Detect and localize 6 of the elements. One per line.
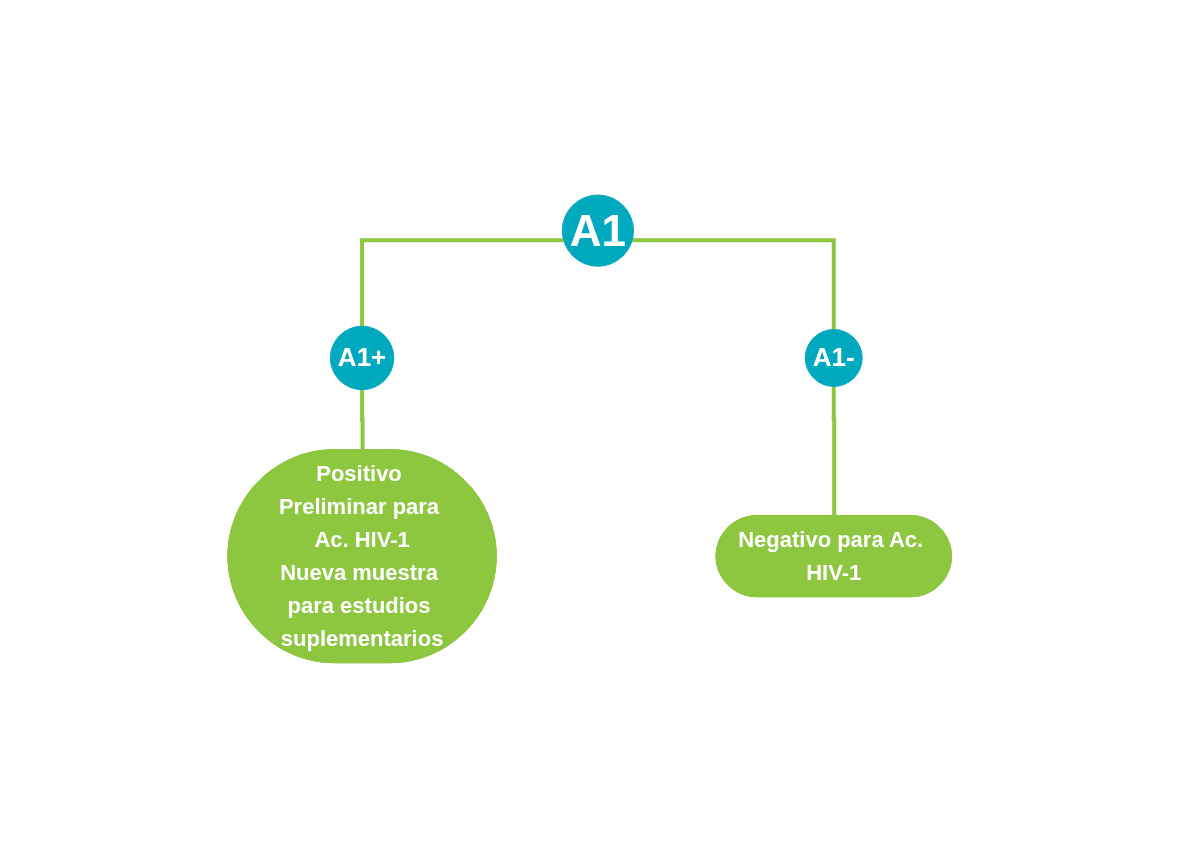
connector — [831, 384, 837, 516]
node-circle: A1- — [804, 328, 863, 387]
connector — [359, 237, 564, 326]
connector — [632, 237, 836, 330]
node-circle: A1 — [561, 194, 634, 267]
node-circle: A1+ — [329, 325, 395, 390]
